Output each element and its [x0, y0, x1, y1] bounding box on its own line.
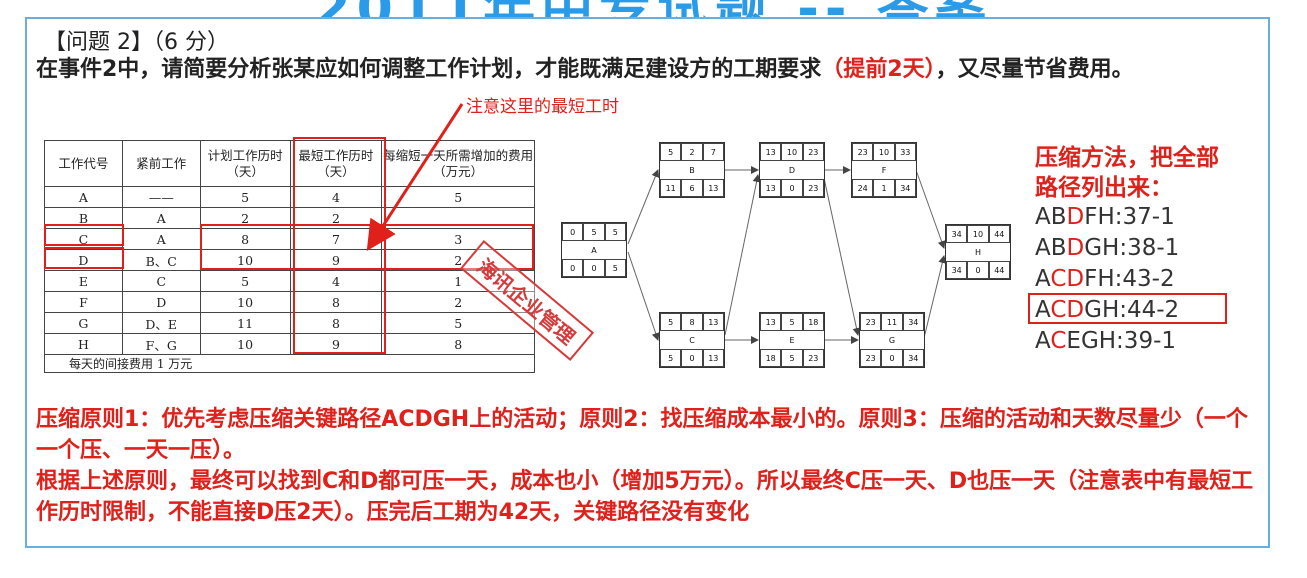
path-item: ABDFH:37-1 — [1035, 204, 1175, 230]
conclusion-result: 根据上述原则，最终可以找到C和D都可压一天，成本也小（增加5万元）。所以最终C压… — [36, 469, 1254, 525]
question-highlight: （提前2天） — [821, 57, 936, 82]
row-d-code-highlight — [44, 247, 124, 269]
row-c-code-highlight — [44, 224, 124, 246]
path-item: ACEGH:39-1 — [1035, 328, 1177, 354]
node-label: H — [974, 247, 981, 257]
node-label: E — [789, 335, 795, 345]
table-header: 最短工作历时（天） — [289, 140, 383, 187]
table-header-row: 工作代号 紧前工作 计划工作历时（天） 最短工作历时（天） 每缩短一天所需增加的… — [44, 140, 535, 187]
node-label: F — [881, 165, 887, 175]
table-header: 计划工作历时（天） — [199, 140, 291, 187]
table-footer: 每天的间接费用 1 万元 — [44, 354, 535, 373]
question-title: 【问题 2】（6 分） — [44, 30, 229, 55]
conclusion-text: 压缩原则1：优先考虑压缩关键路径ACDGH上的活动；原则2：找压缩成本最小的。原… — [36, 404, 1261, 528]
node-label: C — [689, 335, 695, 345]
table-header: 每缩短一天所需增加的费用（万元） — [381, 140, 535, 187]
node-label: A — [591, 245, 597, 255]
annotation-arrow — [366, 103, 464, 252]
question-text-end: ，又尽量节省费用。 — [935, 57, 1134, 82]
path-list: ABDFH:37-1 ABDGH:38-1 ACDFH:43-2 ACDGH:4… — [1035, 202, 1179, 357]
critical-path-highlight — [1028, 293, 1227, 324]
table-footer-row: 每天的间接费用 1 万元 — [44, 354, 535, 373]
path-item: ABDGH:38-1 — [1035, 235, 1180, 261]
node-label: G — [888, 335, 896, 345]
conclusion-principles: 压缩原则1：优先考虑压缩关键路径ACDGH上的活动；原则2：找压缩成本最小的。原… — [36, 407, 1248, 463]
question-body: 在事件2中，请简要分析张某应如何调整工作计划，才能既满足建设方的工期要求（提前2… — [36, 54, 1256, 85]
question-text: 在事件2中，请简要分析张某应如何调整工作计划，才能既满足建设方的工期要求 — [36, 57, 822, 82]
compress-heading: 压缩方法，把全部 路径列出来： — [1035, 145, 1219, 201]
path-item: ACDGH:44-2 — [1035, 297, 1180, 323]
activity-table: 工作代号 紧前工作 计划工作历时（天） 最短工作历时（天） 每缩短一天所需增加的… — [44, 140, 535, 373]
node-label: B — [689, 165, 695, 175]
annotation-note: 注意这里的最短工时 — [466, 97, 619, 117]
path-item: ACDFH:43-2 — [1035, 266, 1175, 292]
table-header: 紧前工作 — [121, 140, 201, 187]
node-label: D — [788, 165, 796, 175]
